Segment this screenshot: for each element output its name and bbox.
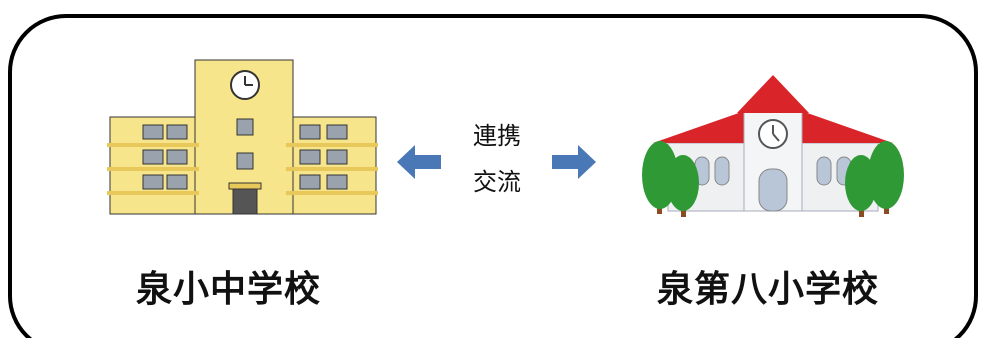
rounded-frame bbox=[8, 14, 978, 338]
relationship-line-1: 連携 bbox=[473, 122, 521, 150]
right-school-name: 泉第八小学校 bbox=[657, 269, 880, 310]
arrow-left-icon bbox=[397, 145, 441, 179]
elementary-school-building-icon bbox=[642, 75, 904, 217]
relationship-label: 連携 交流 bbox=[462, 113, 532, 205]
left-school-name: 泉小中学校 bbox=[136, 269, 322, 310]
middle-school-building-icon bbox=[107, 59, 378, 215]
arrow-right-icon bbox=[552, 145, 596, 179]
relationship-line-2: 交流 bbox=[473, 168, 521, 196]
